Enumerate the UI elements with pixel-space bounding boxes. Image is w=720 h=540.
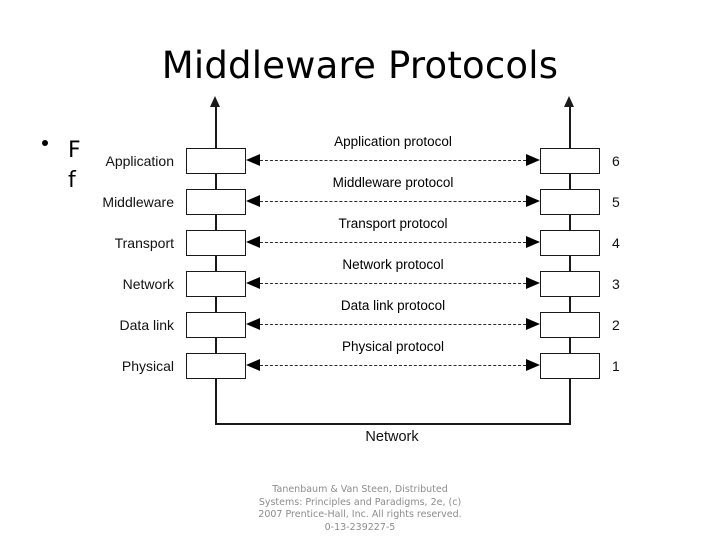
protocol-label-physical: Physical protocol: [341, 339, 445, 354]
page-title: Middleware Protocols: [161, 44, 559, 87]
protocol-row-data-link: Data link protocol: [246, 298, 540, 338]
layer-label-transport: Transport: [114, 235, 174, 251]
layer-number-5: 5: [612, 194, 620, 210]
right-stack-connector-3: [569, 297, 571, 312]
network-bottom-line: [215, 423, 571, 425]
arrow-right-head-icon: [526, 318, 540, 330]
protocol-dashed-line: [260, 283, 526, 285]
arrow-left-head-icon: [246, 195, 260, 207]
arrow-right-head-icon: [526, 277, 540, 289]
attribution-line-3: 2007 Prentice-Hall, Inc. All rights rese…: [258, 509, 462, 521]
left-stack-connector-4: [215, 338, 217, 353]
bullet-block: F f: [36, 136, 186, 196]
left-up-arrow-shaft: [215, 104, 217, 148]
arrow-left-head-icon: [246, 318, 260, 330]
right-stack-connector-0: [569, 174, 571, 189]
layer-number-1: 1: [612, 358, 620, 374]
protocol-dashed-line: [260, 160, 526, 162]
left-layer-box-transport: [186, 230, 246, 256]
left-layer-box-physical: [186, 353, 246, 379]
right-network-drop-line: [569, 379, 571, 423]
left-layer-box-network: [186, 271, 246, 297]
arrow-left-head-icon: [246, 277, 260, 289]
network-label: Network: [365, 429, 419, 445]
protocol-dashed-line: [260, 365, 526, 367]
right-layer-box-network: [540, 271, 600, 297]
layer-label-network: Network: [122, 276, 174, 292]
arrow-left-head-icon: [246, 154, 260, 166]
protocol-label-network: Network protocol: [342, 257, 444, 272]
bullet-marker-icon: [42, 140, 48, 146]
protocol-row-transport: Transport protocol: [246, 216, 540, 256]
layer-label-physical: Physical: [121, 358, 174, 374]
left-up-arrow-head-icon: [210, 96, 221, 107]
right-up-arrow-head-icon: [564, 96, 575, 107]
layer-number-2: 2: [612, 317, 620, 333]
layer-number-3: 3: [612, 276, 620, 292]
protocol-dashed-line: [260, 324, 526, 326]
left-network-drop-line: [215, 379, 217, 423]
right-layer-box-data-link: [540, 312, 600, 338]
right-up-arrow-shaft: [569, 104, 571, 148]
right-layer-box-physical: [540, 353, 600, 379]
right-stack-connector-4: [569, 338, 571, 353]
layer-number-4: 4: [612, 235, 620, 251]
left-stack-connector-1: [215, 215, 217, 230]
protocol-dashed-line: [260, 201, 526, 203]
attribution-line-1: Tanenbaum & Van Steen, Distributed: [272, 484, 448, 495]
protocol-row-physical: Physical protocol: [246, 339, 540, 379]
left-layer-box-application: [186, 148, 246, 174]
protocol-dashed-line: [260, 242, 526, 244]
protocol-row-application: Application protocol: [246, 134, 540, 174]
arrow-right-head-icon: [526, 236, 540, 248]
right-layer-box-middleware: [540, 189, 600, 215]
arrow-left-head-icon: [246, 236, 260, 248]
attribution-line-4: 0-13-239227-5: [324, 521, 396, 533]
arrow-left-head-icon: [246, 359, 260, 371]
protocol-label-middleware: Middleware protocol: [332, 175, 454, 190]
layer-label-data-link: Data link: [119, 317, 174, 333]
arrow-right-head-icon: [526, 154, 540, 166]
bullet-text: F f: [68, 138, 81, 193]
left-layer-box-data-link: [186, 312, 246, 338]
left-stack-connector-2: [215, 256, 217, 271]
protocol-row-middleware: Middleware protocol: [246, 175, 540, 215]
right-layer-box-transport: [540, 230, 600, 256]
right-stack-connector-2: [569, 256, 571, 271]
right-stack-connector-1: [569, 215, 571, 230]
arrow-right-head-icon: [526, 359, 540, 371]
left-layer-box-middleware: [186, 189, 246, 215]
protocol-label-application: Application protocol: [334, 134, 452, 149]
layer-number-6: 6: [612, 153, 620, 169]
left-stack-connector-3: [215, 297, 217, 312]
protocol-row-network: Network protocol: [246, 257, 540, 297]
layer-label-middleware: Middleware: [102, 194, 174, 210]
layer-label-application: Application: [105, 153, 175, 169]
attribution-line-2: Systems: Principles and Paradigms, 2e, (…: [258, 496, 462, 508]
attribution-block: Tanenbaum & Van Steen, Distributed Syste…: [0, 484, 720, 534]
right-layer-box-application: [540, 148, 600, 174]
left-stack-connector-0: [215, 174, 217, 189]
protocol-label-data-link: Data link protocol: [340, 298, 446, 313]
arrow-right-head-icon: [526, 195, 540, 207]
protocol-label-transport: Transport protocol: [338, 216, 448, 231]
